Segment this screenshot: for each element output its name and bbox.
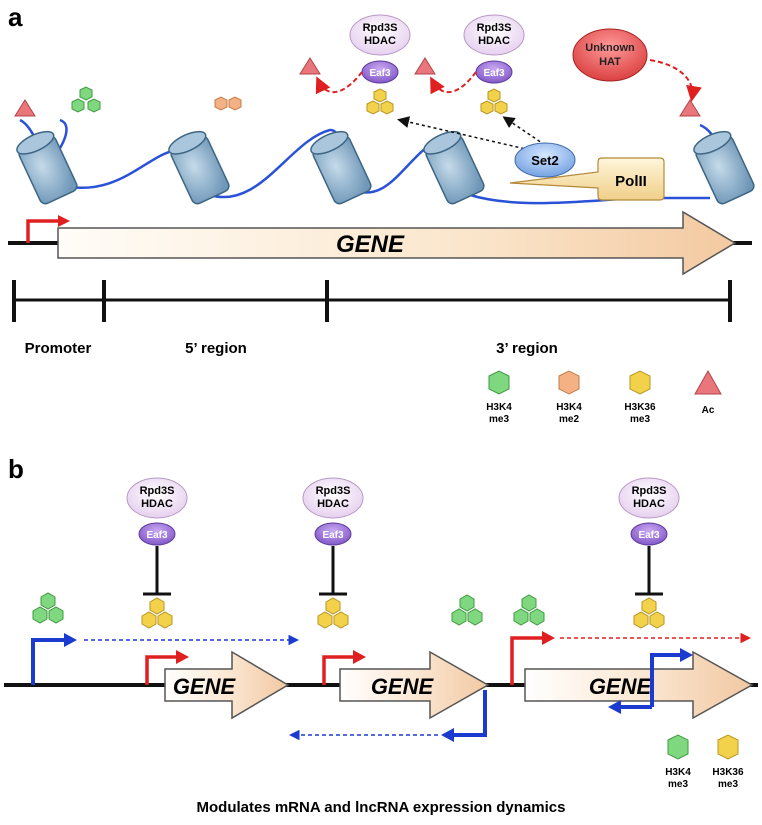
unknown-hat-bottom: HAT — [599, 56, 621, 68]
rpd3s-label: Rpd3S — [363, 22, 398, 34]
legend-h3k4me2-line2: me2 — [559, 414, 579, 425]
acetyl-mark-1 — [14, 99, 36, 117]
blue-tss-1 — [31, 633, 77, 685]
legend-h3k4me3-line2: me3 — [489, 414, 509, 425]
tss-arrowhead-a — [58, 215, 70, 227]
red-tss-1 — [145, 650, 189, 685]
panel-a-label: a — [8, 2, 23, 32]
gene-arrow-a — [57, 210, 737, 276]
legend-h3k36me3-line1: H3K36 — [624, 402, 656, 413]
gene-label-b2: GENE — [371, 674, 435, 699]
polii-label: PolII — [615, 173, 647, 190]
set2-arrow-1 — [397, 116, 531, 151]
rpd3s-complex-a1: Rpd3S HDAC Eaf3 — [349, 14, 411, 84]
region-promoter: Promoter — [25, 340, 92, 357]
acetylation-arrow — [649, 59, 702, 102]
eaf3-label: Eaf3 — [638, 530, 660, 541]
deacetylation-arrow-2 — [430, 71, 477, 95]
legend-b-h3k4me3-swatch — [667, 734, 689, 760]
legend-h3k4me3-line1: H3K4 — [486, 402, 512, 413]
hdac-label: HDAC — [478, 35, 510, 47]
h3k4me3-cluster-b2 — [451, 594, 483, 626]
gene-label-b3: GENE — [589, 674, 653, 699]
legend-ac-swatch — [694, 369, 722, 395]
nucleosome-5 — [693, 130, 755, 205]
set2-label: Set2 — [531, 153, 558, 168]
acetyl-mark-4 — [679, 99, 701, 117]
region-5prime: 5’ region — [185, 340, 247, 357]
h3k36me3-cluster-b1 — [141, 597, 173, 629]
red-tss-2 — [322, 650, 366, 685]
h3k4me3-cluster-b3 — [513, 594, 545, 626]
h3k36me3-cluster-a2 — [480, 88, 508, 115]
eaf3-label: Eaf3 — [146, 530, 168, 541]
h3k4me3-cluster-a — [71, 86, 101, 113]
gene-label-b1: GENE — [173, 674, 237, 699]
red-tss-3 — [510, 631, 555, 685]
legend-b-h3k36me3-line1: H3K36 — [712, 767, 744, 778]
hdac-label: HDAC — [364, 35, 396, 47]
legend-h3k4me2-line1: H3K4 — [556, 402, 582, 413]
legend-h3k36me3-line2: me3 — [630, 414, 650, 425]
h3k36me3-cluster-a1 — [366, 88, 394, 115]
unknown-hat: Unknown HAT — [572, 28, 648, 82]
eaf3-label: Eaf3 — [369, 68, 391, 79]
rpd3s-complex-b1: Rpd3S HDAC Eaf3 — [126, 477, 188, 546]
deacetylation-arrow-1 — [315, 71, 363, 95]
blue-antisense-tss-1 — [441, 690, 487, 742]
gene-label-a: GENE — [336, 231, 405, 258]
gene-arrow-b2 — [339, 650, 490, 720]
panel-b-label: b — [8, 454, 24, 484]
legend-b-h3k36me3-swatch — [717, 734, 739, 760]
nucleosome-3 — [310, 130, 372, 205]
nucleosome-2 — [168, 130, 230, 205]
legend-ac-label: Ac — [702, 405, 715, 416]
rpd3s-label: Rpd3S — [140, 485, 175, 497]
region-3prime: 3’ region — [496, 340, 558, 357]
rpd3s-complex-a2: Rpd3S HDAC Eaf3 — [463, 14, 525, 84]
rpd3s-label: Rpd3S — [316, 485, 351, 497]
nucleosome-1 — [16, 130, 78, 205]
hdac-label: HDAC — [633, 498, 665, 510]
rpd3s-label: Rpd3S — [477, 22, 512, 34]
hdac-label: HDAC — [317, 498, 349, 510]
legend-b-h3k4me3-line2: me3 — [668, 779, 688, 790]
rpd3s-complex-b2: Rpd3S HDAC Eaf3 — [302, 477, 364, 546]
caption: Modulates mRNA and lncRNA expression dyn… — [197, 799, 566, 816]
legend-h3k4me3-swatch — [488, 370, 510, 395]
rpd3s-complex-b3: Rpd3S HDAC Eaf3 — [618, 477, 680, 546]
h3k36me3-cluster-b2 — [317, 597, 349, 629]
legend-a: H3K4 me3 H3K4 me2 H3K36 me3 Ac — [486, 369, 722, 425]
legend-h3k4me2-swatch — [558, 370, 580, 395]
set2-arrow-2 — [502, 116, 546, 146]
blue-bidirectional-tss — [608, 648, 693, 714]
h3k36me3-cluster-b3 — [633, 597, 665, 629]
unknown-hat-top: Unknown — [585, 42, 635, 54]
eaf3-label: Eaf3 — [483, 68, 505, 79]
legend-b-h3k4me3-line1: H3K4 — [665, 767, 691, 778]
h3k4me3-cluster-b1 — [32, 592, 64, 624]
eaf3-label: Eaf3 — [322, 530, 344, 541]
gene-arrow-b1 — [164, 650, 290, 720]
legend-b-h3k36me3-line2: me3 — [718, 779, 738, 790]
gene-arrow-b3 — [524, 650, 754, 720]
legend-b: H3K4 me3 H3K36 me3 — [665, 734, 744, 790]
acetyl-mark-3 — [414, 57, 436, 75]
legend-h3k36me3-swatch — [629, 370, 651, 395]
hdac-label: HDAC — [141, 498, 173, 510]
h3k4me2-cluster-a — [214, 96, 242, 111]
nucleosome-4 — [423, 130, 485, 205]
polii: PolII — [509, 157, 665, 201]
tss-arrow-a — [26, 219, 60, 243]
acetyl-mark-2 — [299, 57, 321, 75]
set2: Set2 — [514, 142, 576, 178]
inhibition-bars — [143, 546, 663, 596]
rpd3s-label: Rpd3S — [632, 485, 667, 497]
